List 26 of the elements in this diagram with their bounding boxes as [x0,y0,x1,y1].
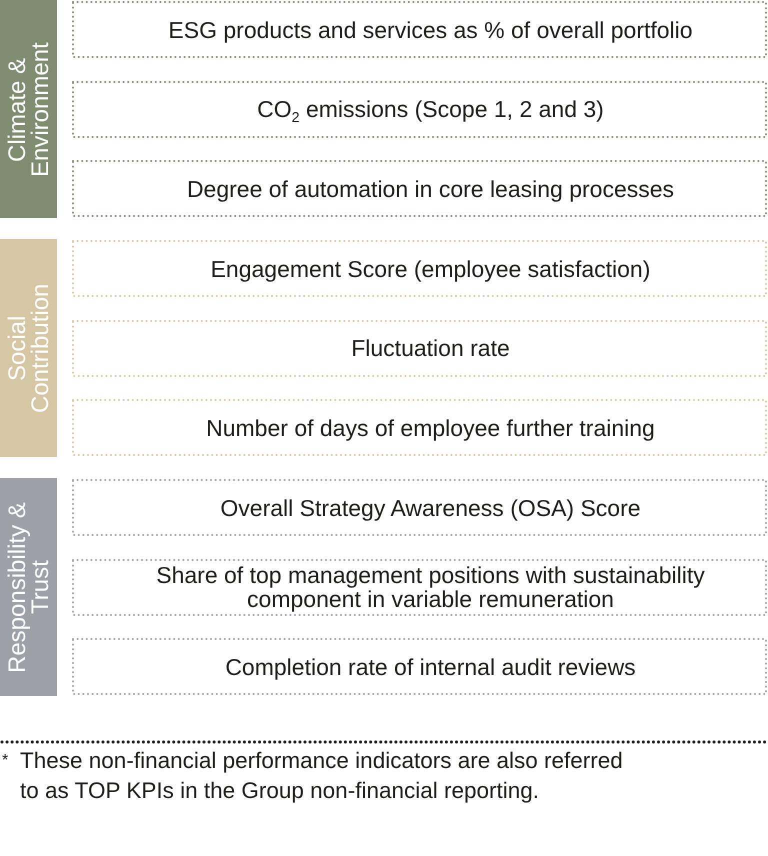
kpi-box [72,479,767,536]
kpi-label: Number of days of employee further training [206,416,655,440]
kpi-box [72,558,767,616]
kpi-box [72,240,767,297]
kpi-box [72,638,767,695]
footnote-mark: * [2,751,8,771]
kpi-box [72,320,767,376]
kpi-box [72,399,767,456]
kpi-label: Degree of automation in core leasing processes [186,176,674,200]
category-label: Climate & Environment [6,40,52,178]
kpi-box [72,80,767,138]
category-label: Responsibility & Trust [6,500,52,674]
kpi-box [72,1,767,58]
kpi-label: Overall Strategy Awareness (OSA) Score [220,496,641,520]
footnote-text: These non-financial performance indicators are also referred to as TOP KPIs in the Group non-financial reporting. [20,747,624,805]
kpi-label: CO$_{2}$ emissions (Scope 1, 2 and 3) [257,97,604,121]
category-label: Social Contribution [6,282,52,415]
kpi-label: ESG products and services as % of overall portfolio [168,18,693,42]
kpi-label: Engagement Score (employee satisfaction) [210,256,650,280]
category-band [0,478,57,696]
kpi-label: Share of top management positions with sustainability component in variable remuneration [155,563,706,611]
kpi-label: Completion rate of internal audit reviews [225,654,636,678]
category-band [0,239,57,457]
kpi-box [72,160,767,217]
kpi-label: Fluctuation rate [351,336,510,360]
category-band [0,0,57,218]
